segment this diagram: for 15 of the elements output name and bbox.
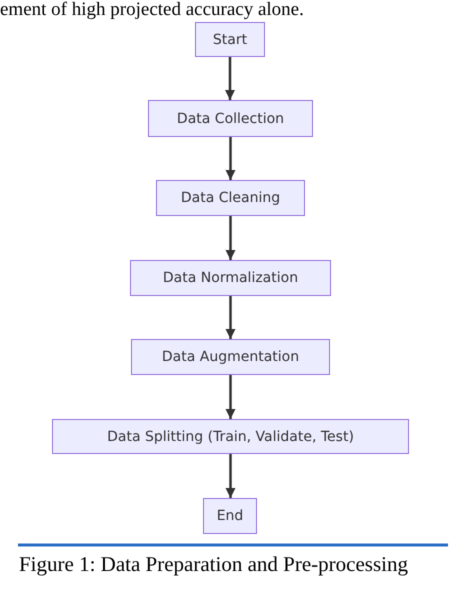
process-box: Data Augmentation (131, 339, 330, 375)
arrow (226, 296, 236, 339)
arrow (226, 137, 236, 180)
process-box: Data Cleaning (156, 180, 305, 216)
process-box: End (203, 498, 257, 534)
arrow (226, 375, 236, 419)
process-box: Data Collection (148, 100, 313, 137)
process-box: Data Normalization (130, 260, 331, 296)
arrow (226, 216, 236, 260)
process-box: Data Splitting (Train, Validate, Test) (52, 419, 409, 454)
figure-caption: Figure 1: Data Preparation and Pre-processing (19, 552, 408, 577)
body-text: ement of high projected accuracy alone. (0, 0, 304, 20)
arrow (225, 57, 235, 100)
arrow (226, 454, 236, 498)
process-box: Start (195, 22, 265, 57)
